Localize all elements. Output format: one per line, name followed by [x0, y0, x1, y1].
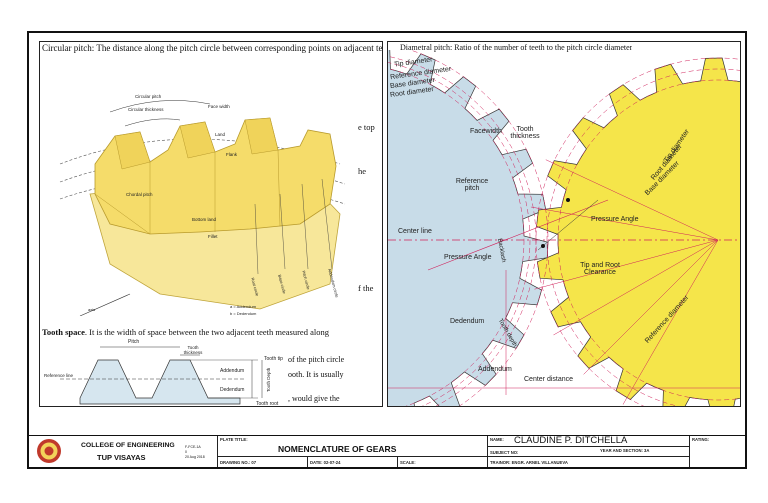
legend-addendum: a = Addendum — [230, 304, 256, 309]
side-text-3: f the — [358, 283, 374, 293]
label-reference-pitch: Reference pitch — [455, 178, 489, 192]
logo-cell — [29, 436, 69, 467]
bottom-fragment-3: , would give the — [288, 394, 340, 403]
drawing-sheet: Circular pitch: The distance along the p… — [27, 31, 747, 469]
blue-gear-body — [388, 50, 549, 406]
year-section: YEAR AND SECTION: 3A — [600, 448, 650, 453]
radial-line — [530, 206, 719, 241]
date-cell: DATE: 02-07-24 — [307, 456, 397, 467]
profile-label-reference-line: Reference line — [44, 373, 74, 378]
rating-cell: RATING: — [689, 436, 745, 467]
profile-label-addendum: Addendum — [220, 368, 245, 374]
doc-date: 20 Aug 2018 — [185, 455, 205, 459]
side-text-2: he — [358, 166, 367, 176]
yellow-gear-body — [536, 57, 740, 406]
scale-cell: SCALE: — [397, 456, 487, 467]
label-dedendum: Dedendum — [450, 318, 485, 325]
label-tooth-thickness: Tooth thickness — [510, 126, 540, 140]
profile-label-pitch: Pitch — [128, 339, 140, 345]
profile-label-tooth-tip: Tooth tip — [264, 356, 283, 362]
label-tip-root-clearance: Tip and Root Clearance — [580, 262, 620, 276]
label-facewidth: Facewidth — [470, 128, 502, 135]
radial-line — [545, 159, 719, 241]
subject-label: SUBJECT NO: — [490, 450, 519, 455]
radial-line — [534, 239, 719, 290]
scale-label: SCALE: — [400, 460, 416, 465]
dimension-circle — [557, 79, 740, 401]
right-top-text: Diametral pitch: Ratio of the number of … — [400, 43, 633, 52]
label-face-width: Face width — [208, 104, 230, 109]
name-label: NAME: — [490, 437, 504, 442]
label-chordal-pitch: Chordal pitch — [126, 192, 153, 197]
profile-label-dedendum: Dedendum — [220, 387, 245, 393]
label-addendum: Addendum — [478, 366, 512, 373]
drawing-no-cell: DRAWING NO.: 07 — [217, 456, 307, 467]
yellow-gear — [536, 57, 740, 406]
student-name: CLAUDINE P. DITCHELLA — [514, 435, 628, 446]
left-panel: Circular pitch: The distance along the p… — [39, 41, 383, 407]
bottom-fragment-1: of the pitch circle — [288, 355, 345, 364]
blue-gear — [388, 50, 549, 406]
label-pressure-angle-right: Pressure Angle — [591, 216, 639, 223]
left-top-text: Circular pitch: The distance along the p… — [42, 43, 383, 53]
label-circular-thickness: Circular thickness — [128, 107, 164, 112]
drawing-no: DRAWING NO.: 07 — [220, 460, 257, 465]
name-cell: NAME: CLAUDINE P. DITCHELLA — [487, 435, 689, 446]
label-center-distance: Center distance — [524, 376, 574, 383]
doc-code: F-FCE-1A — [185, 445, 201, 449]
plate-title-cell: PLATE TITLE: NOMENCLATURE OF GEARS — [217, 436, 487, 456]
college-seal-icon — [37, 439, 61, 463]
label-circular-pitch: Circular pitch — [135, 94, 162, 99]
label-pressure-angle-left: Pressure Angle — [444, 254, 492, 261]
rating-label: RATING: — [692, 437, 710, 442]
right-panel: Diametral pitch: Ratio of the number of … — [387, 41, 741, 407]
profile-label-tooth-depth: Tooth Depth — [266, 367, 271, 392]
plate-title-label: PLATE TITLE: — [220, 437, 248, 442]
dimension-circle — [388, 62, 531, 406]
radial-line — [583, 239, 719, 375]
trainor-cell: TRAINOR: ENGR. ARNEL VILLANUEVA — [487, 456, 689, 467]
subject-cell: SUBJECT NO: YEAR AND SECTION: 3A — [487, 446, 689, 456]
title-block: COLLEGE OF ENGINEERING TUP VISAYAS F-FCE… — [29, 435, 745, 467]
trainor: TRAINOR: ENGR. ARNEL VILLANUEVA — [490, 460, 568, 465]
plate-date: DATE: 02-07-24 — [310, 460, 341, 465]
label-axis: axis — [88, 307, 96, 312]
profile-label-tooth-root: Tooth root — [256, 401, 279, 407]
tooth-space-term: Tooth space — [42, 327, 85, 337]
label-bottom-land: Bottom land — [192, 217, 217, 222]
profile-label-tooth-thickness: Tooth thickness — [183, 345, 203, 355]
label-center-line: Center line — [398, 228, 432, 235]
tooth-space-paragraph: Tooth space. It is the width of space be… — [42, 327, 329, 337]
radial-line — [553, 239, 719, 336]
tooth-profile-diagram — [60, 346, 263, 405]
plate-title: NOMENCLATURE OF GEARS — [278, 444, 397, 454]
school-name: TUP VISAYAS — [97, 453, 146, 462]
label-land: Land — [215, 132, 226, 137]
gear-3d-illustration — [59, 100, 346, 316]
label-fillet: Fillet — [208, 234, 218, 239]
tooth-space-definition: . It is the width of space between the t… — [84, 327, 329, 337]
label-flank: Flank — [226, 152, 238, 157]
college-name: COLLEGE OF ENGINEERING — [81, 442, 175, 449]
dimension-circle — [546, 68, 740, 406]
legend-dedendum: b = Dedendum — [230, 311, 257, 316]
radial-line — [622, 239, 719, 405]
side-text-1: e top — [358, 122, 375, 132]
bottom-fragment-2: ooth. It is usually — [288, 370, 344, 379]
meshing-gears-diagram — [388, 50, 740, 406]
doc-code-2: 0 — [185, 450, 187, 454]
